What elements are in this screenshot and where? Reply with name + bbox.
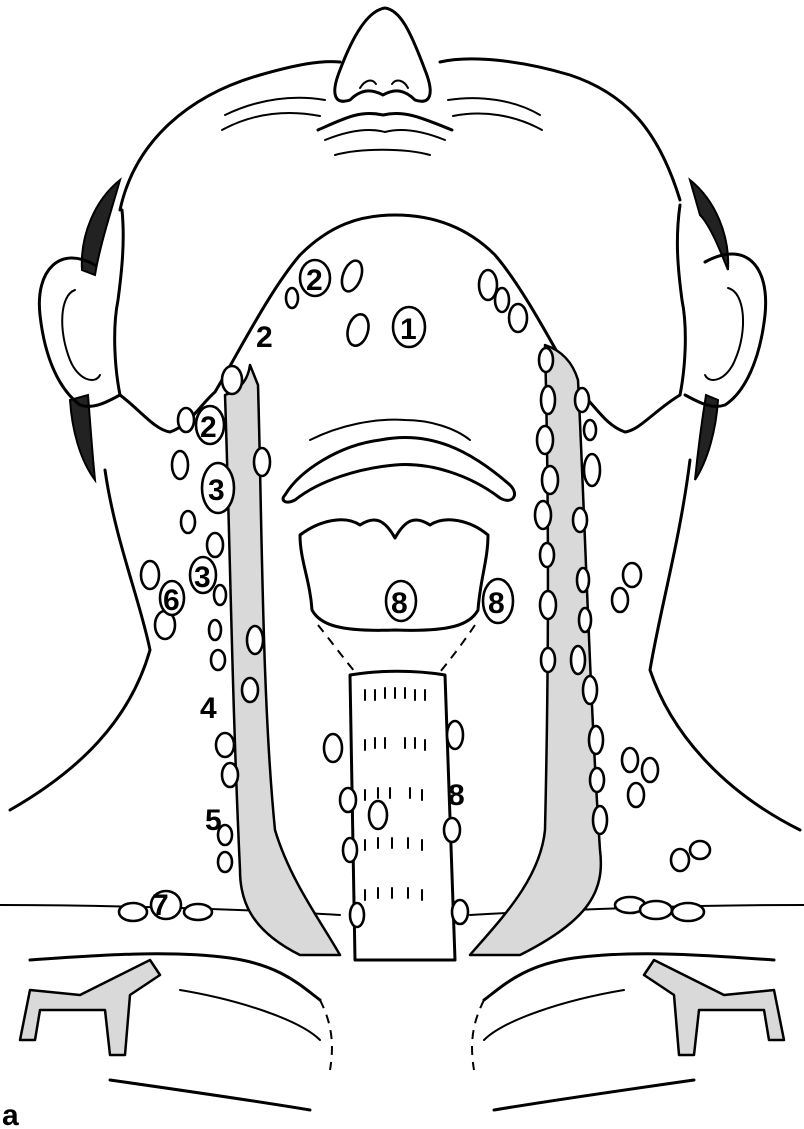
- level-3-mid-jugular-b: 3: [194, 561, 211, 594]
- level-3-mid-jugular-a: 3: [208, 474, 225, 507]
- level-8-prelaryngeal-center: 8: [391, 587, 408, 620]
- level-2-submandibular-b: 2: [256, 321, 273, 354]
- level-4-lower-jugular: 4: [200, 692, 217, 725]
- level-8-prelaryngeal-right: 8: [488, 587, 505, 620]
- level-5-posterior-triangle: 5: [205, 804, 222, 837]
- level-7-supraclavicular: 7: [152, 889, 169, 922]
- subclavian-vessels: [20, 960, 784, 1055]
- level-8-paratracheal: 8: [448, 779, 465, 812]
- level-2-submandibular-a: 2: [306, 264, 323, 297]
- hyoid-bone: [283, 420, 514, 502]
- head-outline: [39, 8, 765, 480]
- trachea: [350, 671, 455, 960]
- level-2-upper-jugular: 2: [200, 411, 217, 444]
- panel-label: a: [2, 1099, 19, 1129]
- level-1-submental: 1: [400, 313, 417, 346]
- level-6-occipital: 6: [163, 584, 180, 617]
